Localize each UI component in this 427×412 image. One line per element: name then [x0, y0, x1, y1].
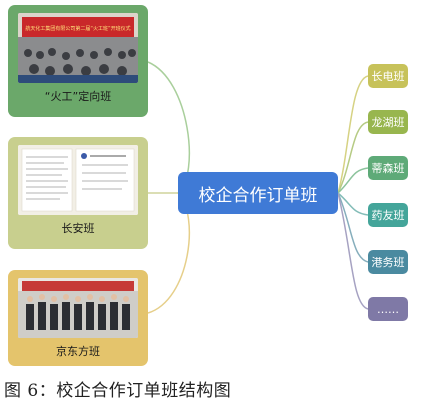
- class-node-longhu: 龙湖班: [368, 110, 408, 134]
- connector-line: [337, 121, 369, 194]
- card-label: 京东方班: [56, 345, 100, 358]
- photo-opening-ceremony: 航天化工集团有限公司第二届“火工班”开班仪式: [18, 13, 138, 83]
- card-changan: 长安班: [8, 137, 148, 249]
- card-label: 长安班: [61, 222, 95, 235]
- class-node-disen: 蒂森班: [368, 156, 408, 180]
- photo-banner-text: 航天化工集团有限公司第二届“火工班”开班仪式: [25, 25, 130, 32]
- connector-line: [337, 192, 369, 216]
- class-node-gangwu: 港务班: [368, 250, 408, 274]
- figure-caption: 图 6：校企合作订单班结构图: [4, 381, 232, 401]
- photo-image: [18, 145, 138, 215]
- connector-line: [337, 167, 369, 194]
- class-node-more: ……: [368, 297, 408, 321]
- connector-line: [337, 192, 369, 263]
- card-huogong: 航天化工集团有限公司第二届“火工班”开班仪式 “火工”定向班: [8, 5, 148, 117]
- class-node-yaoyou: 药友班: [368, 203, 408, 227]
- photo-agreement-document: [18, 145, 138, 215]
- connector-line: [337, 192, 369, 310]
- center-node: 校企合作订单班: [178, 172, 338, 214]
- card-jingdongfang: 京东方班: [8, 270, 148, 366]
- photo-group-photo: [18, 278, 138, 338]
- photo-image: [18, 278, 138, 338]
- class-node-changdian: 长电班: [368, 64, 408, 88]
- photo-image: 航天化工集团有限公司第二届“火工班”开班仪式: [18, 13, 138, 83]
- card-label: “火工”定向班: [44, 90, 112, 103]
- connector-line: [337, 75, 369, 194]
